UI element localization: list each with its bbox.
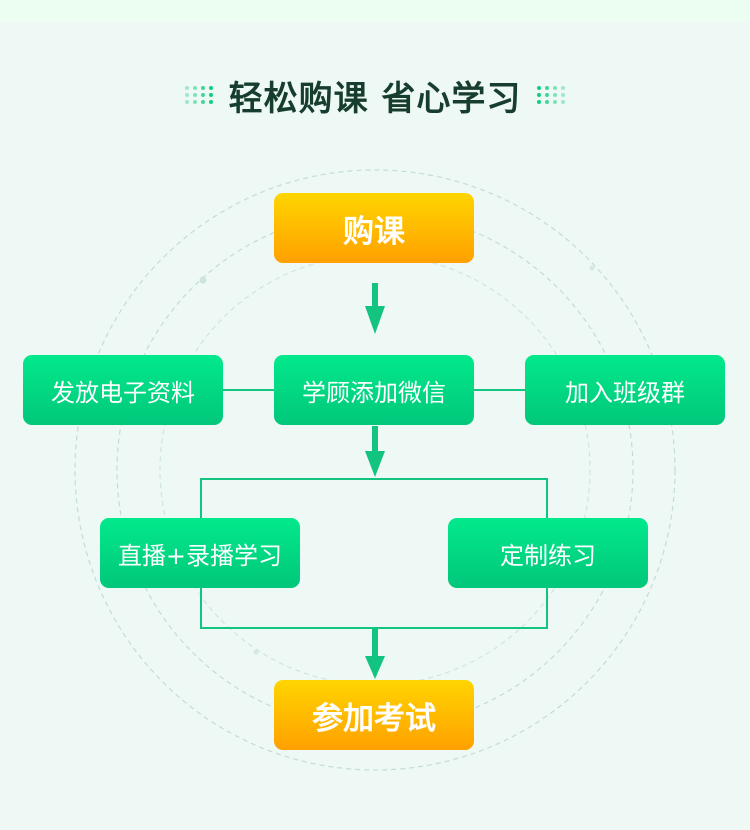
dot-grid-icon — [537, 86, 566, 104]
arrow-shaft — [372, 426, 378, 452]
step-exam: 参加考试 — [274, 680, 474, 750]
connector-right — [473, 389, 526, 391]
step-label: 参加考试 — [312, 700, 436, 737]
top-band — [0, 0, 750, 22]
step-purchase: 购课 — [274, 193, 474, 263]
decor-dot — [253, 649, 259, 655]
step-label: 购课 — [343, 213, 405, 250]
step-class-group: 加入班级群 — [525, 355, 725, 425]
arrow-down-icon — [365, 451, 385, 477]
dot-grid-icon — [184, 86, 213, 104]
arrow-shaft — [372, 628, 378, 658]
step-wechat: 学顾添加微信 — [274, 355, 474, 425]
step-live-recorded: 直播+录播学习 — [100, 518, 300, 588]
arrow-down-icon — [365, 306, 385, 334]
decor-dot — [199, 276, 207, 284]
step-label: 定制练习 — [500, 541, 596, 570]
dashed-circle-outer — [74, 169, 676, 771]
arrow-down-icon — [365, 656, 385, 679]
step-label: 发放电子资料 — [51, 378, 195, 407]
step-practice: 定制练习 — [448, 518, 648, 588]
page-title: 轻松购课 省心学习 — [0, 72, 750, 119]
step-label: 加入班级群 — [565, 378, 685, 407]
step-label: 直播+录播学习 — [117, 541, 283, 570]
title-text: 轻松购课 省心学习 — [228, 78, 522, 119]
connector-left — [222, 389, 275, 391]
decor-dot — [589, 265, 595, 271]
arrow-shaft — [372, 283, 378, 307]
step-materials: 发放电子资料 — [23, 355, 223, 425]
step-label: 学顾添加微信 — [302, 378, 446, 407]
